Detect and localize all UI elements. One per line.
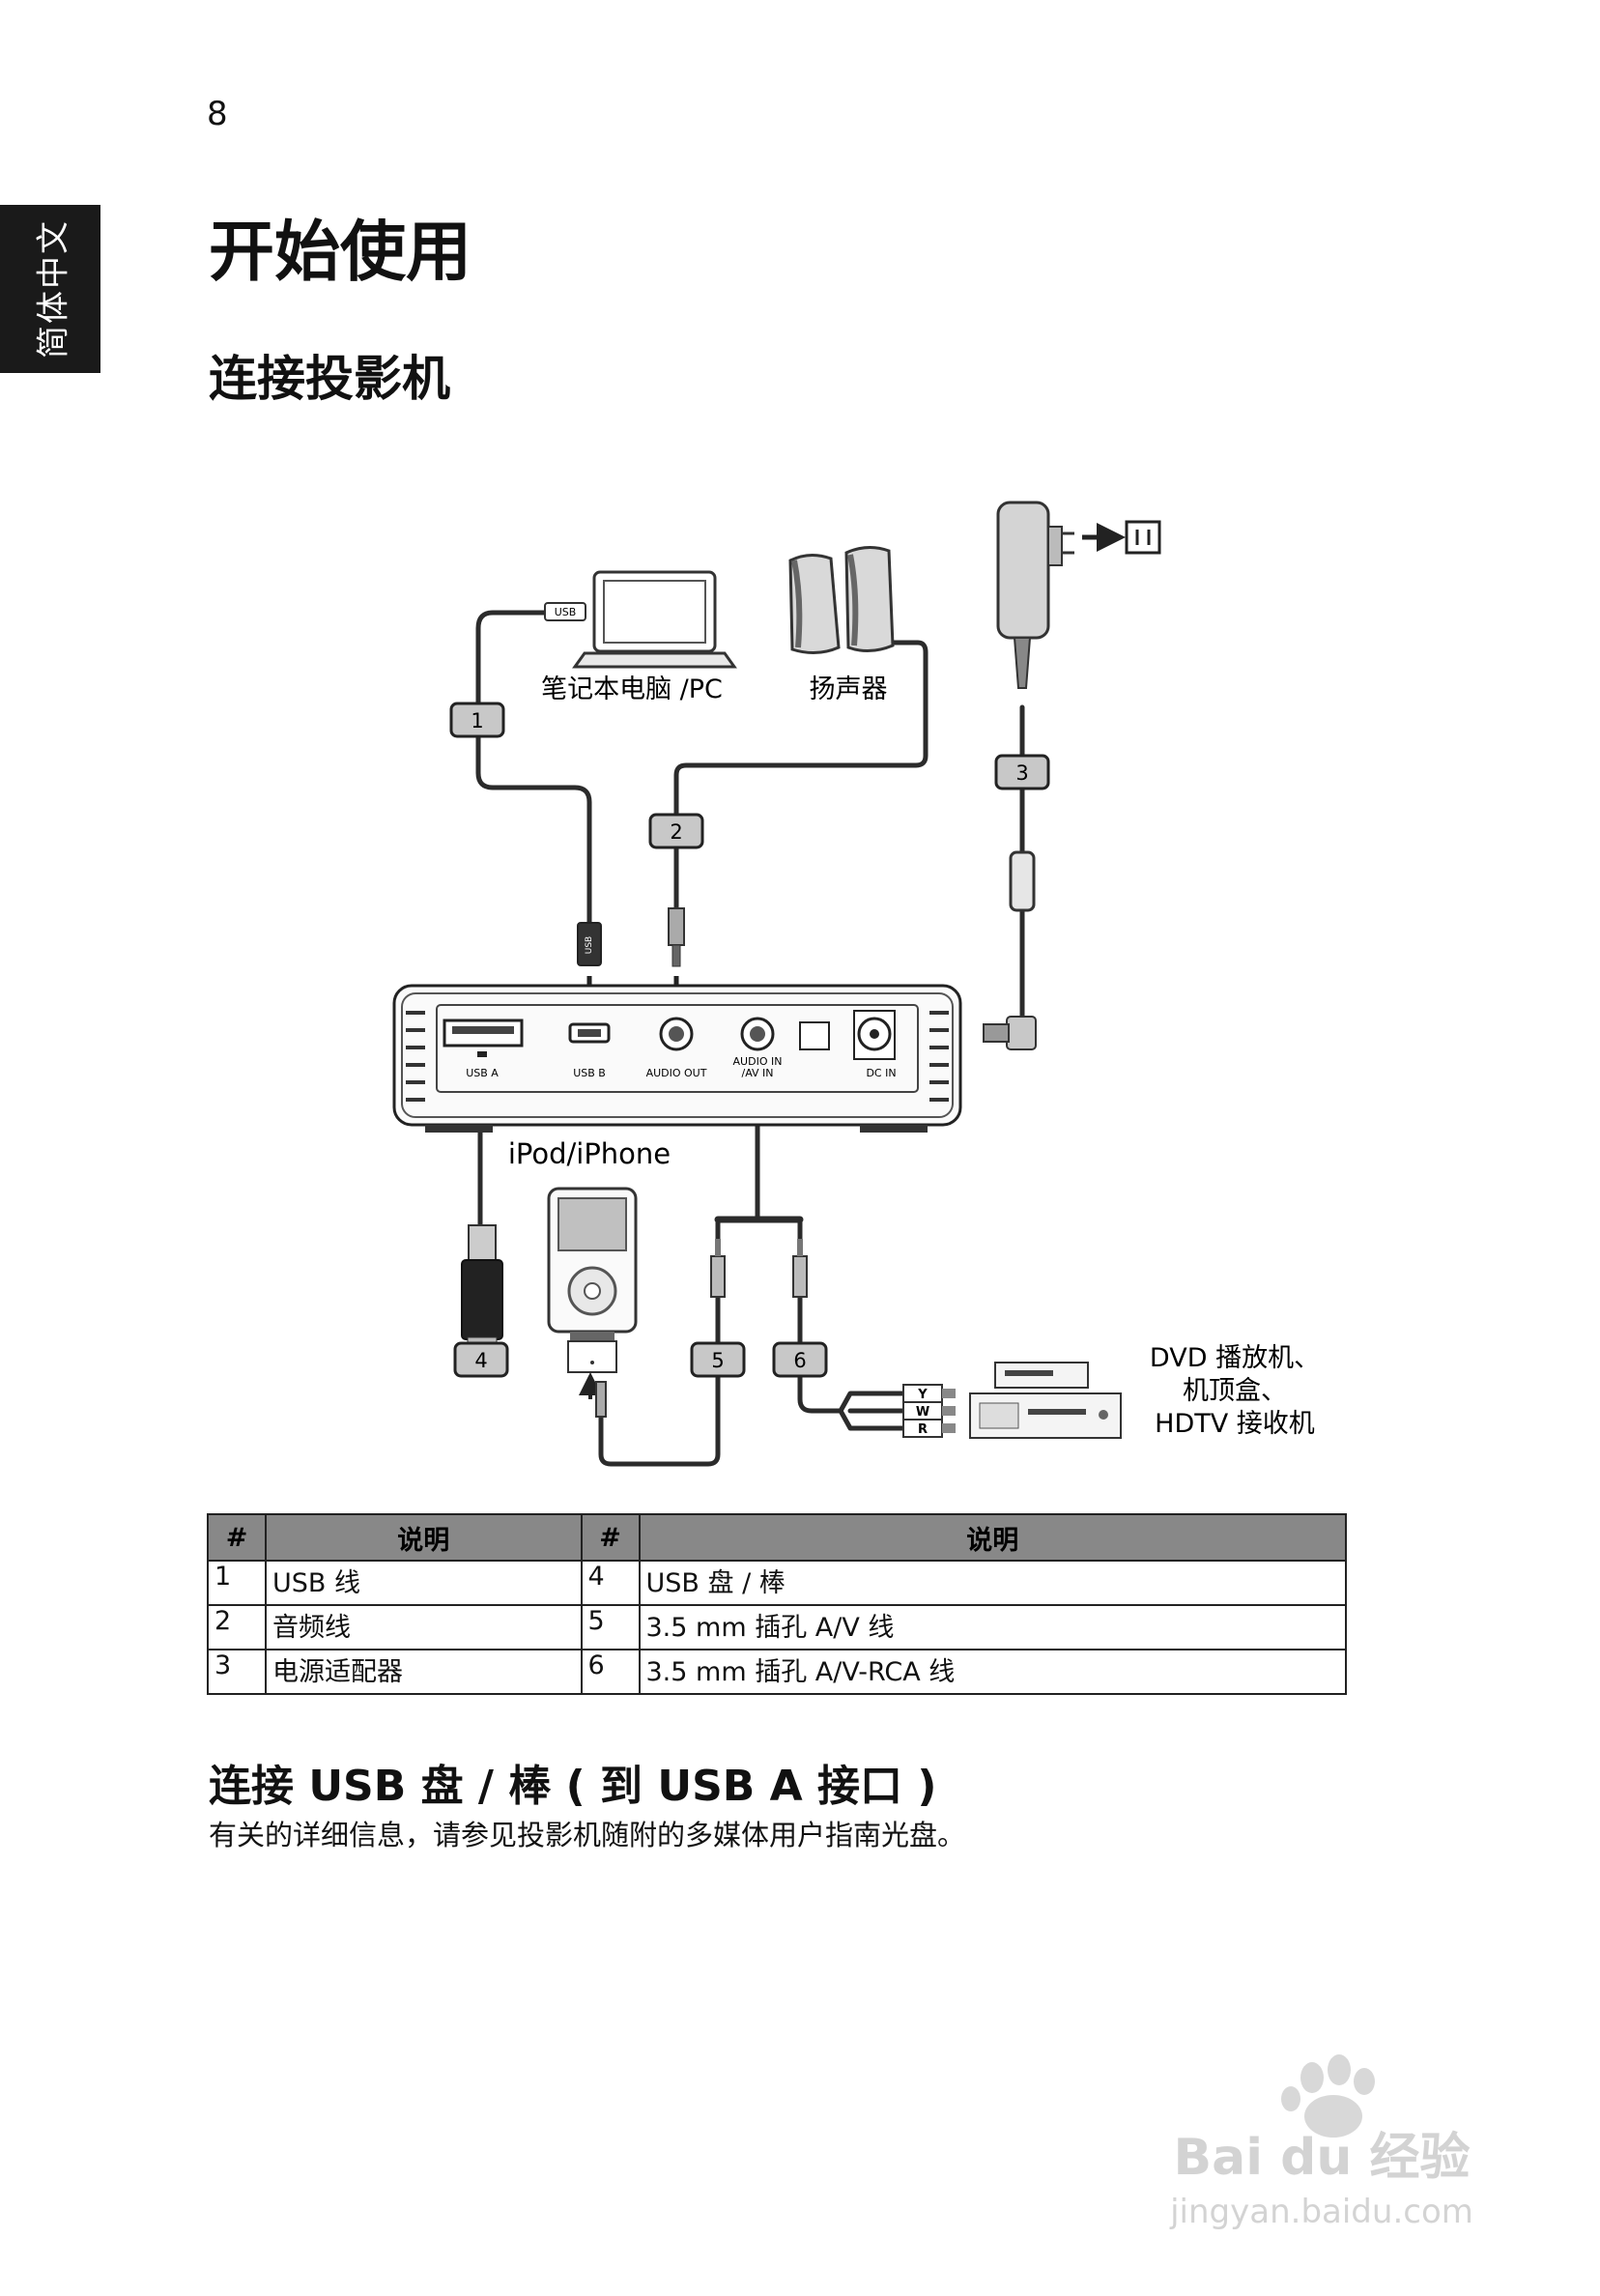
ferrite-core-icon (1009, 850, 1036, 912)
watermark-url: jingyan.baidu.com (1169, 2193, 1473, 2231)
callout-6: 6 (772, 1341, 828, 1378)
connection-diagram: USB 笔记本电脑 /PC 扬声器 USB (392, 501, 1320, 1467)
usb-a-port-label: USB A (466, 1067, 499, 1079)
usb-connector-tag (544, 602, 586, 621)
page-title: 开始使用 (209, 215, 472, 291)
av-cable (598, 1294, 721, 1467)
ipod-icon (547, 1187, 638, 1334)
table-cell-num: 6 (580, 1649, 641, 1695)
audio-in-port-label: AUDIO IN (733, 1055, 783, 1068)
svg-text:R: R (918, 1422, 928, 1437)
audio-out-port-label: AUDIO OUT (646, 1067, 707, 1079)
language-side-tab-label: 简体中文 (34, 219, 73, 359)
rca-plugs-icon: Y W R (902, 1384, 956, 1438)
power-adapter-icon (996, 501, 1074, 689)
power-outlet-icon (1125, 520, 1161, 555)
table-cell-num: 1 (207, 1560, 267, 1606)
ir-sensor (799, 1021, 830, 1050)
svg-text:Y: Y (917, 1388, 928, 1402)
dvd-player-icon (969, 1362, 1122, 1439)
paw-icon (1281, 2054, 1375, 2138)
ipod-dock-plug (595, 1381, 607, 1418)
legend-table: # 说明 # 说明 1 USB 线 4 USB 盘 / 棒 2 音频线 5 3.… (207, 1513, 1347, 1695)
dc-plug-icon (983, 1016, 1037, 1050)
svg-text:3: 3 (1015, 761, 1028, 785)
callout-4: 4 (453, 1341, 509, 1378)
audio-in-port-label-2: /AV IN (741, 1067, 773, 1079)
usb-a-port (443, 1019, 524, 1057)
page-number: 8 (207, 95, 228, 133)
col-header-num-2: # (580, 1513, 641, 1562)
ipod-label: iPod/iPhone (508, 1137, 671, 1170)
table-cell-desc: 3.5 mm 插孔 A/V 线 (638, 1604, 1347, 1650)
subsection-text: 有关的详细信息，请参见投影机随附的多媒体用户指南光盘。 (209, 1819, 966, 1851)
projector-back-panel (392, 984, 962, 1133)
table-cell-desc: 电源适配器 (265, 1649, 583, 1695)
table-cell-desc: 音频线 (265, 1604, 583, 1650)
laptop-icon (572, 570, 737, 669)
usb-b-plug-icon: USB (577, 922, 602, 966)
svg-text:5: 5 (711, 1349, 724, 1372)
svg-text:6: 6 (793, 1349, 806, 1372)
svg-text:W: W (916, 1405, 929, 1420)
table-row: 1 USB 线 4 USB 盘 / 棒 (207, 1560, 1347, 1606)
callout-2: 2 (648, 813, 704, 849)
table-cell-num: 4 (580, 1560, 641, 1606)
svg-text:4: 4 (474, 1349, 487, 1372)
dvd-label-line-2: 机顶盒、 (1183, 1376, 1287, 1406)
table-row: 3 电源适配器 6 3.5 mm 插孔 A/V-RCA 线 (207, 1649, 1347, 1695)
table-cell-desc: 3.5 mm 插孔 A/V-RCA 线 (638, 1649, 1347, 1695)
table-cell-num: 3 (207, 1649, 267, 1695)
col-header-desc: 说明 (265, 1513, 583, 1562)
speakers-label: 扬声器 (810, 674, 888, 704)
usb-cable (475, 610, 592, 926)
audio-in-port (740, 1017, 775, 1051)
dc-in-port (853, 1010, 896, 1060)
callout-3: 3 (994, 754, 1050, 790)
usb-b-port-label: USB B (573, 1067, 606, 1079)
svg-text:1: 1 (471, 709, 483, 732)
audio-out-port (659, 1017, 694, 1051)
col-header-desc-2: 说明 (638, 1513, 1347, 1562)
dc-in-port-label: DC IN (866, 1067, 896, 1079)
table-row: 2 音频线 5 3.5 mm 插孔 A/V 线 (207, 1604, 1347, 1650)
section-title: 连接投影机 (209, 351, 450, 407)
usb-connector-tag-label: USB (555, 606, 577, 618)
table-cell-num: 2 (207, 1604, 267, 1650)
dvd-label-line-3: HDTV 接收机 (1155, 1409, 1315, 1439)
subsection-title: 连接 USB 盘 / 棒 ( 到 USB A 接口 ) (209, 1762, 937, 1811)
callout-1: 1 (449, 702, 505, 738)
laptop-label: 笔记本电脑 /PC (541, 674, 723, 704)
av-rca-cable (797, 1294, 906, 1414)
svg-text:2: 2 (670, 820, 682, 844)
callout-5: 5 (690, 1341, 746, 1378)
av-jack-plug-icon-2 (792, 1239, 808, 1298)
ipod-dock-icon (567, 1332, 617, 1373)
table-cell-num: 5 (580, 1604, 641, 1650)
speakers-icon (788, 546, 895, 654)
svg-text:USB: USB (585, 936, 594, 954)
table-cell-desc: USB 线 (265, 1560, 583, 1606)
audio-plug-icon (668, 907, 685, 967)
usb-stick-icon (461, 1224, 503, 1348)
col-header-num: # (207, 1513, 267, 1562)
table-cell-desc: USB 盘 / 棒 (638, 1560, 1347, 1606)
usb-b-port (568, 1022, 611, 1044)
av-jack-plug-icon (710, 1239, 726, 1298)
watermark-brand: Bai du 经验 (1174, 2129, 1471, 2187)
legend-table-header: # 说明 # 说明 (207, 1513, 1347, 1562)
dvd-label-line-1: DVD 播放机、 (1150, 1343, 1320, 1373)
baidu-watermark: Bai du 经验 jingyan.baidu.com (1169, 2054, 1473, 2231)
language-side-tab: 简体中文 (0, 205, 100, 373)
audio-cable (673, 640, 929, 911)
